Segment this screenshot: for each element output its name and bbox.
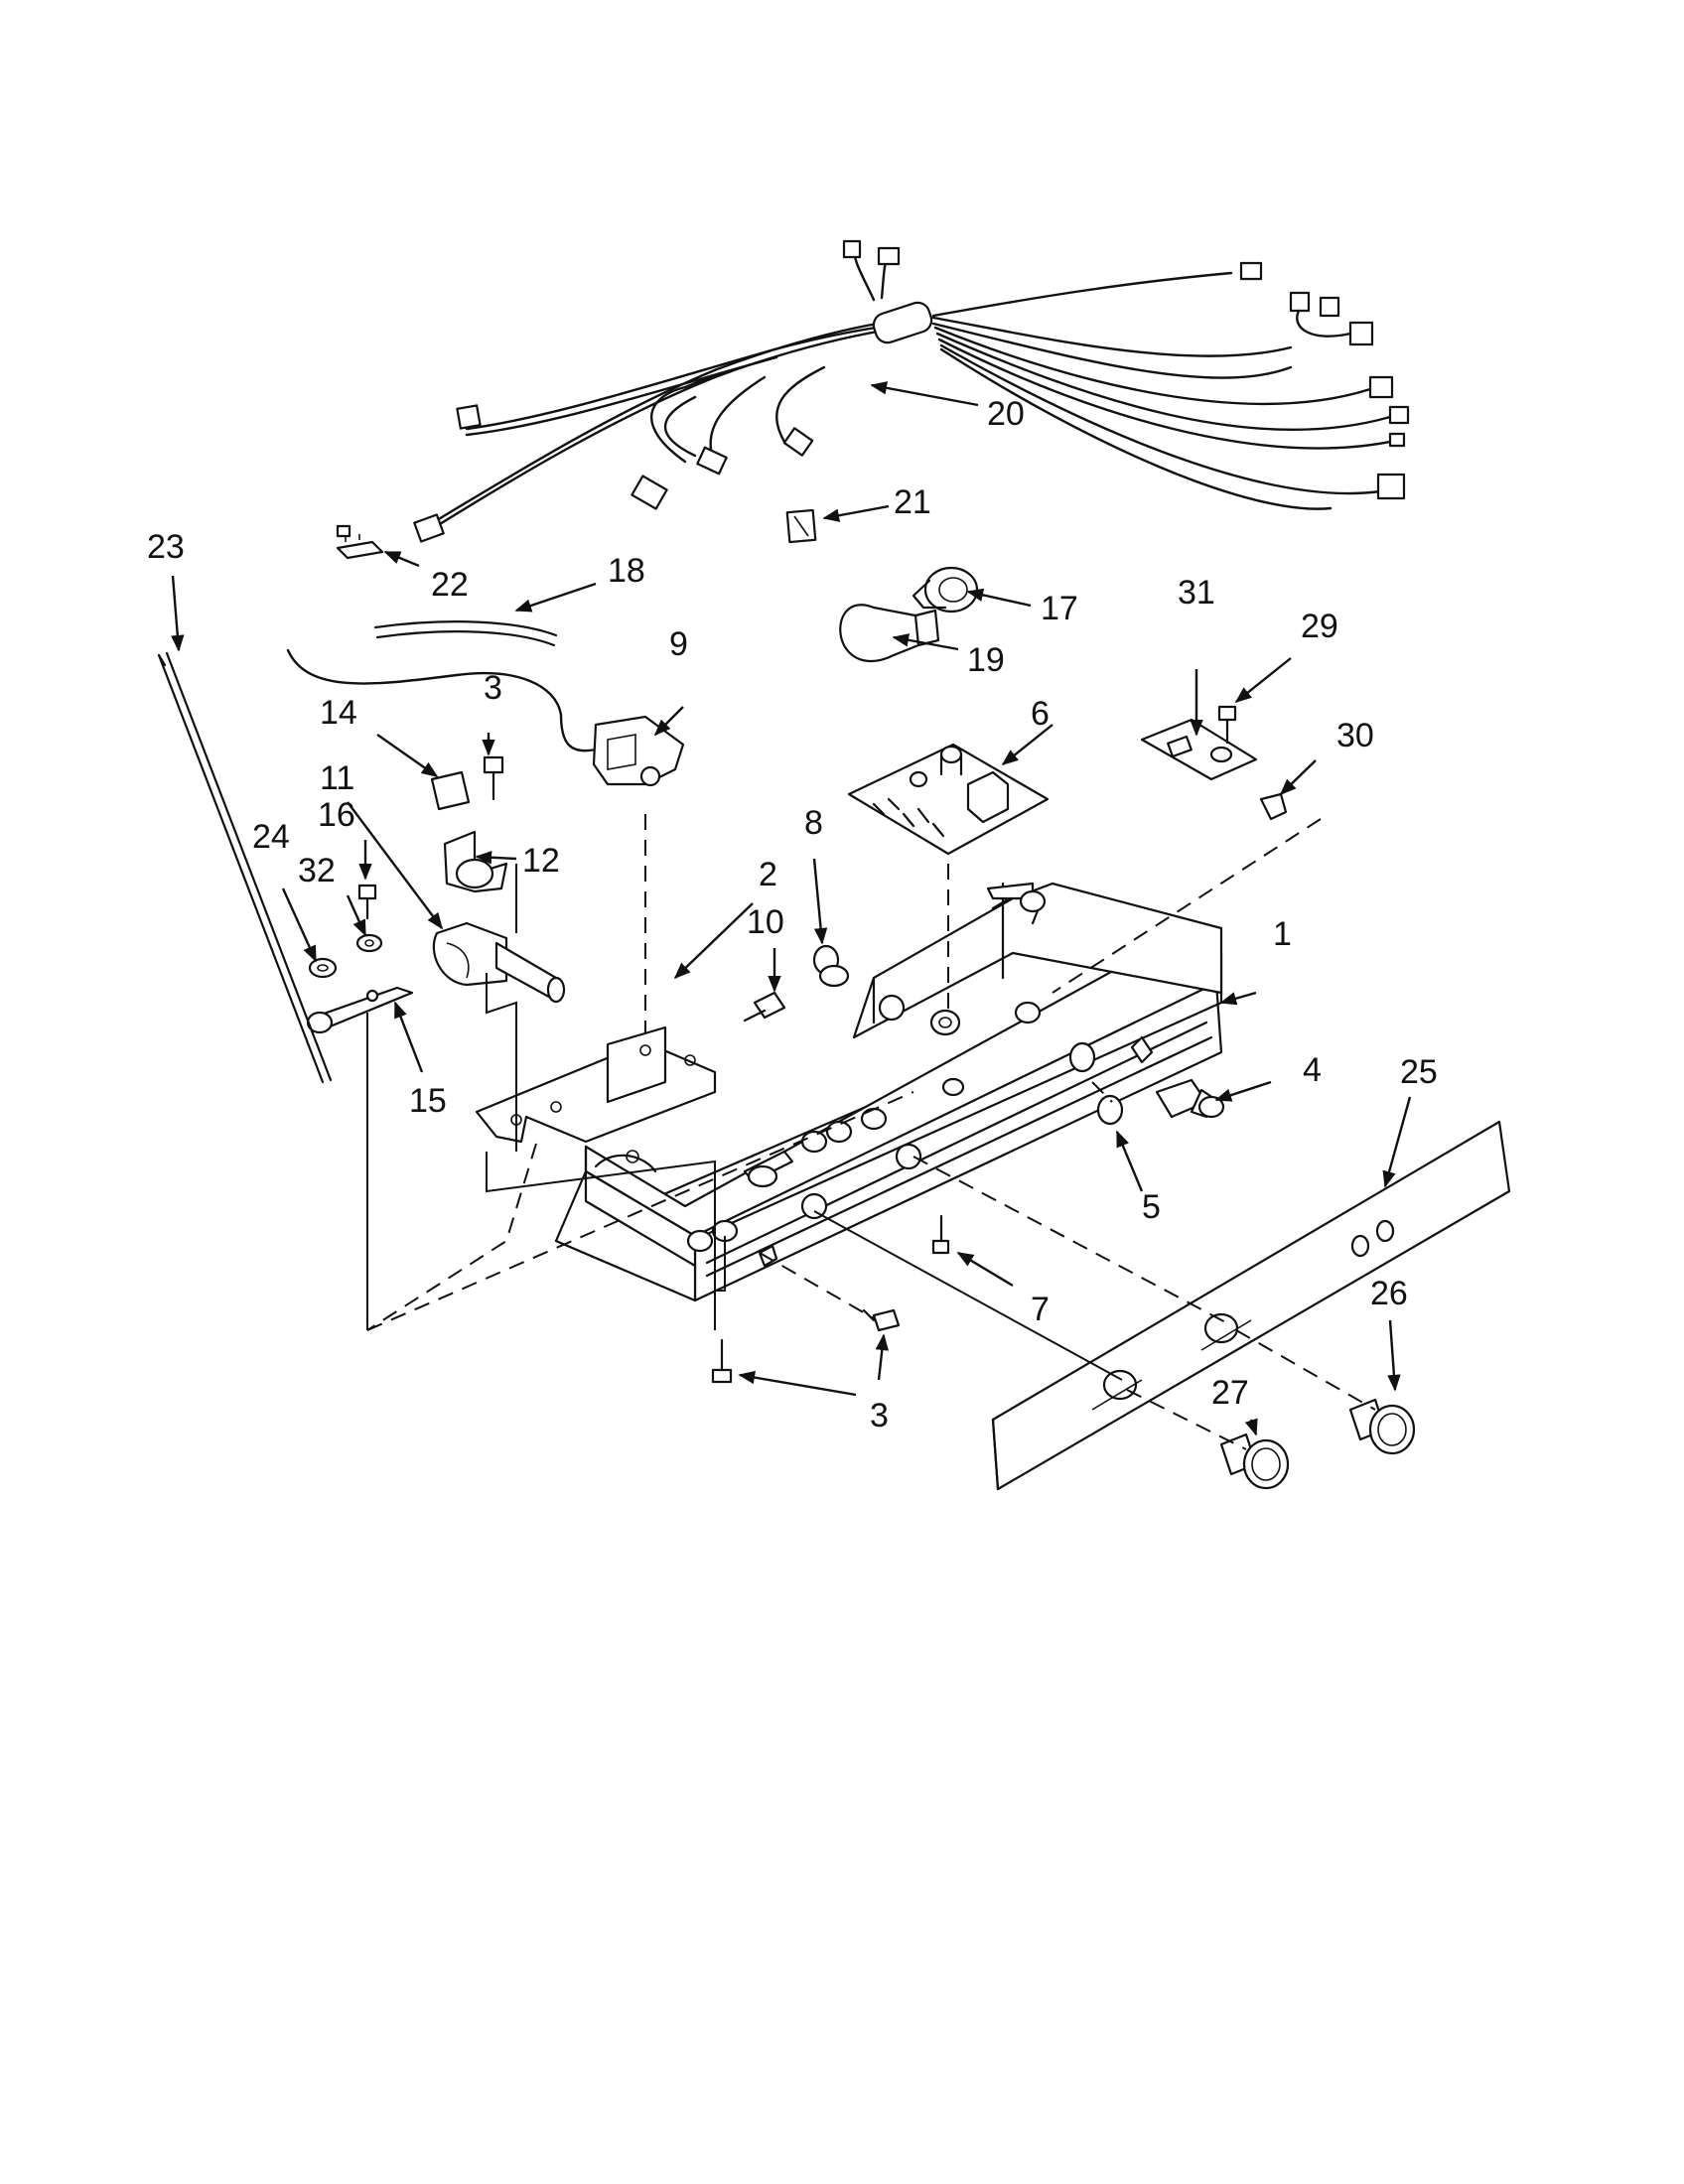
switch-cap [1096,1094,1124,1126]
callout-5: 5 [1142,1188,1161,1226]
callout-1: 1 [1273,915,1292,953]
control-housing [554,882,1223,1302]
callout-11: 11 [320,759,354,797]
callout-17: 17 [1041,590,1078,627]
callout-25: 25 [1400,1053,1438,1091]
callout-23: 23 [147,528,185,566]
sensor-board [1140,718,1258,781]
callout-4: 4 [1303,1051,1322,1089]
screw-7 [931,1214,950,1255]
callout-10: 10 [747,903,784,941]
callout-22: 22 [431,566,469,604]
callout-26: 26 [1370,1275,1408,1312]
callout-14: 14 [320,694,357,732]
callout-24: 24 [252,818,290,856]
damper-lever [306,986,414,1034]
callout-labels: 1 2 3 3 4 5 6 7 8 9 10 11 12 14 15 16 17… [147,395,1438,1434]
callout-7: 7 [1031,1291,1050,1328]
screw-10 [743,991,786,1023]
screw-3-right [862,1308,901,1332]
leader-arrows [171,381,1412,1436]
callout-3-top: 3 [484,669,502,707]
callout-3-bottom: 3 [870,1397,889,1434]
callout-20: 20 [987,395,1025,433]
control-panel [991,1120,1511,1491]
control-board [847,743,1050,856]
door-switch [1155,1078,1225,1119]
washer-24 [308,957,338,979]
harness-clip [785,508,817,544]
control-knob-27 [1219,1433,1290,1490]
retaining-clip [1259,792,1288,821]
callout-6: 6 [1031,695,1050,733]
board-screw [1217,705,1237,745]
callout-30: 30 [1336,717,1374,754]
callout-27: 27 [1211,1374,1249,1412]
spring-clip [430,770,471,811]
callout-9: 9 [669,625,688,663]
wire-harness [336,239,1410,543]
screw-3-left [711,1338,733,1384]
callout-15: 15 [409,1082,447,1120]
assembly-lines [366,814,1376,1450]
callout-2: 2 [759,856,777,893]
screw-top [483,755,504,801]
damper-rod [157,651,333,1084]
connector-bracket [336,534,384,560]
callout-16: 16 [318,796,355,834]
washer-32 [355,933,383,953]
callout-32: 32 [298,852,336,889]
callout-18: 18 [608,552,645,590]
mounting-bracket [475,1025,717,1144]
callout-31: 31 [1178,574,1215,612]
tube [373,620,558,647]
control-knob-26 [1348,1398,1416,1455]
callout-19: 19 [967,641,1005,679]
grommet [812,944,850,988]
screw-small [357,884,377,920]
callout-21: 21 [894,483,931,521]
thermostat-control [432,921,566,1004]
lamp-socket [912,566,979,614]
callout-12: 12 [522,842,560,880]
thermostat-bracket [443,830,508,893]
light-bulb [839,604,940,663]
callout-8: 8 [804,804,823,842]
callout-29: 29 [1301,608,1338,645]
